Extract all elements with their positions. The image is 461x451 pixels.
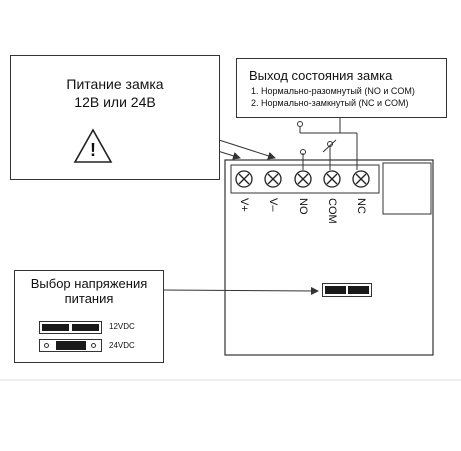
terminal-screw-icon bbox=[323, 170, 341, 188]
board-jumper bbox=[322, 283, 372, 297]
terminal-label: V+ bbox=[238, 198, 250, 212]
terminal-label: V– bbox=[267, 198, 279, 212]
voltage-select-callout: Выбор напряжения питания 12VDC 24VDC bbox=[14, 270, 164, 363]
voltage-select-title: Выбор напряжения bbox=[30, 276, 148, 291]
jumper-24v bbox=[39, 339, 102, 352]
power-callout: Питание замка 12В или 24В ! bbox=[10, 55, 220, 180]
power-title: Питание замка bbox=[66, 76, 164, 92]
status-output-nc: 2. Нормально-замкнутый (NC и COM) bbox=[251, 98, 409, 108]
terminal-label: NO bbox=[297, 198, 309, 215]
status-output-callout: Выход состояния замка 1. Нормально-разом… bbox=[236, 58, 447, 118]
terminal-screw-icon bbox=[264, 170, 282, 188]
power-voltage: 12В или 24В bbox=[74, 94, 156, 110]
label-24vdc: 24VDC bbox=[109, 341, 135, 350]
terminal-screw-icon bbox=[352, 170, 370, 188]
terminal-label: NC bbox=[355, 198, 367, 214]
status-output-title: Выход состояния замка bbox=[249, 68, 393, 83]
relay-block bbox=[382, 162, 432, 215]
warning-exclamation: ! bbox=[90, 140, 96, 160]
terminal-strip bbox=[230, 164, 380, 194]
terminal-screw-icon bbox=[235, 170, 253, 188]
controller-board bbox=[224, 159, 434, 356]
label-12vdc: 12VDC bbox=[109, 322, 135, 331]
terminal-label: COM bbox=[326, 198, 338, 224]
status-output-no: 1. Нормально-разомнутый (NO и COM) bbox=[251, 86, 415, 96]
warning-triangle-icon bbox=[73, 128, 113, 163]
voltage-arrow bbox=[161, 286, 319, 295]
jumper-12v bbox=[39, 321, 102, 334]
voltage-select-subtitle: питания bbox=[64, 291, 114, 306]
terminal-screw-icon bbox=[294, 170, 312, 188]
